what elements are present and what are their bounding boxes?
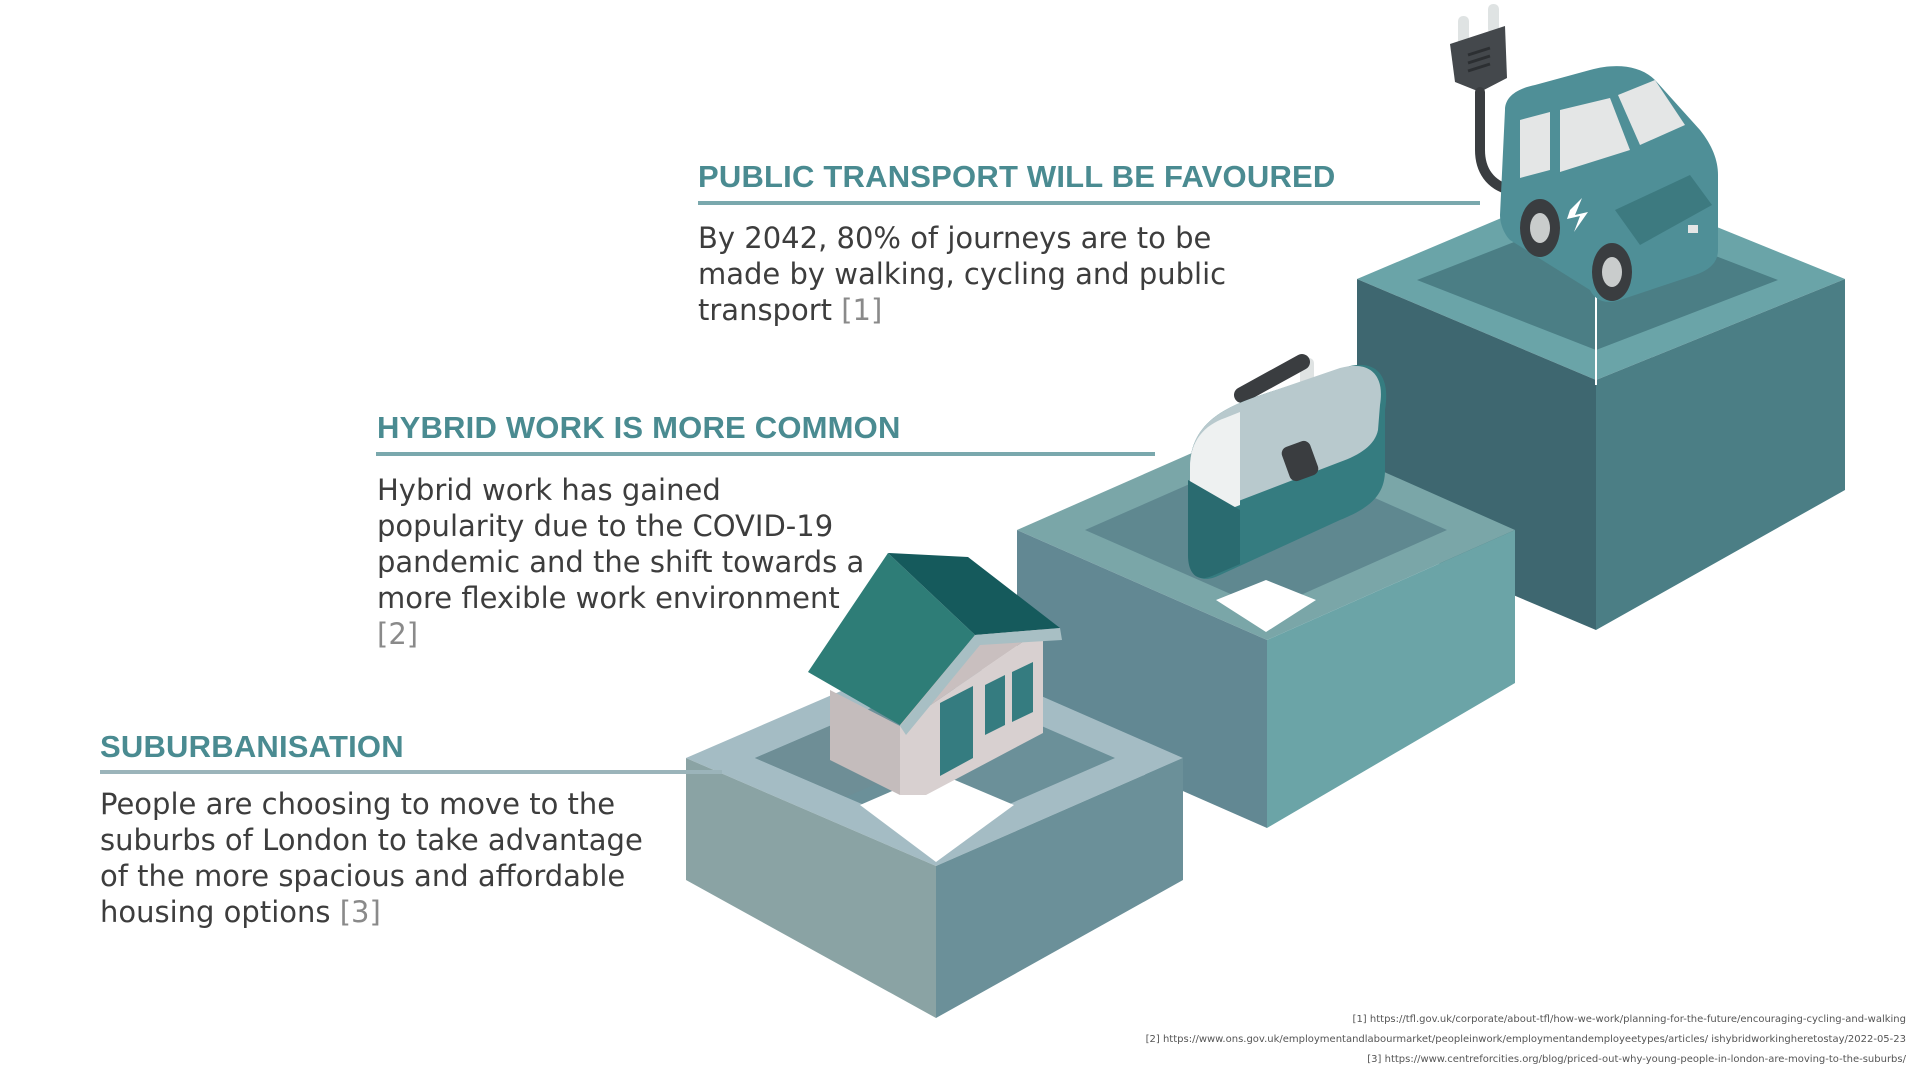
electric-car-icon <box>1500 66 1718 302</box>
reference-3: [3] https://www.centreforcities.org/blog… <box>1367 1054 1906 1065</box>
citation-1: [1] <box>841 293 883 327</box>
citation-3: [3] <box>339 895 381 929</box>
heading-hybrid-work: HYBRID WORK IS MORE COMMON <box>377 410 901 445</box>
text-suburbanisation-body: People are choosing to move to the subur… <box>100 787 643 929</box>
text-public-transport: By 2042, 80% of journeys are to be made … <box>698 220 1238 328</box>
electric-plug-icon <box>1450 4 1515 195</box>
text-hybrid-work-body: Hybrid work has gained popularity due to… <box>377 473 865 615</box>
text-hybrid-work: Hybrid work has gained popularity due to… <box>377 472 867 652</box>
reference-2: [2] https://www.ons.gov.uk/employmentand… <box>1145 1034 1906 1045</box>
briefcase-icon <box>1188 354 1387 579</box>
heading-suburbanisation: SUBURBANISATION <box>100 729 404 764</box>
citation-2: [2] <box>377 617 419 651</box>
text-suburbanisation: People are choosing to move to the subur… <box>100 786 670 930</box>
house-icon <box>808 553 1062 795</box>
references: [1] https://tfl.gov.uk/corporate/about-t… <box>1106 1010 1906 1070</box>
text-public-transport-body: By 2042, 80% of journeys are to be made … <box>698 221 1227 327</box>
heading-public-transport: PUBLIC TRANSPORT WILL BE FAVOURED <box>698 159 1336 194</box>
reference-1: [1] https://tfl.gov.uk/corporate/about-t… <box>1352 1014 1906 1025</box>
